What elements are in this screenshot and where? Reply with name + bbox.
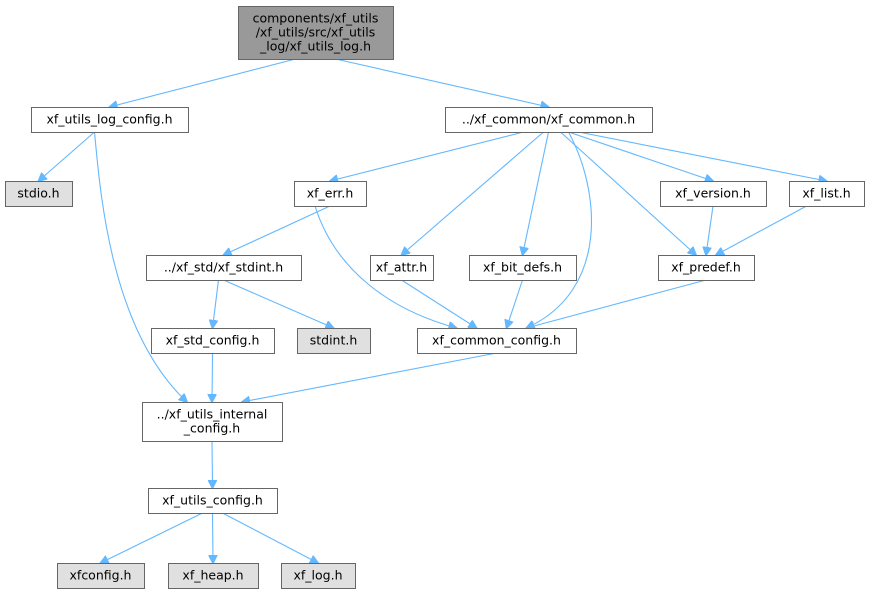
edge-version-to-predef <box>706 205 714 255</box>
node-predef[interactable]: xf_predef.h <box>658 255 755 281</box>
edge-bit_defs-to-common_config <box>507 279 524 328</box>
edge-common-to-predef <box>560 131 697 255</box>
node-label: xf_bit_defs.h <box>483 260 562 275</box>
node-err[interactable]: xf_err.h <box>294 181 367 207</box>
edge-internal_config-to-utils_config <box>212 440 213 488</box>
node-label: xf_common_config.h <box>432 333 561 348</box>
node-box <box>281 563 356 589</box>
node-box <box>238 6 394 60</box>
edge-stdint_wrap-to-std_config <box>213 279 220 328</box>
node-label: stdint.h <box>310 333 358 348</box>
edge-predef-to-common_config <box>527 279 707 328</box>
edge-log_config-to-stdio <box>39 131 95 181</box>
node-std_config[interactable]: xf_std_config.h <box>151 328 275 354</box>
node-stdint_wrap[interactable]: ../xf_std/xf_stdint.h <box>146 255 302 281</box>
edge-utils_config-to-log <box>222 512 319 563</box>
node-label: xf_std_config.h <box>166 333 260 348</box>
edge-common-to-version <box>568 131 714 181</box>
node-label: xf_utils_log_config.h <box>46 112 172 127</box>
node-box <box>297 328 371 354</box>
node-label: xf_version.h <box>675 186 751 201</box>
node-common[interactable]: ../xf_common/xf_common.h <box>445 107 653 133</box>
node-heap: xf_heap.h <box>168 563 259 589</box>
node-label: xf_err.h <box>307 186 354 201</box>
node-label: ../xf_std/xf_stdint.h <box>164 260 283 275</box>
edge-common-to-common_config <box>527 131 592 328</box>
node-log_config[interactable]: xf_utils_log_config.h <box>31 107 189 133</box>
node-box <box>31 107 189 133</box>
edge-root-to-log_config <box>110 58 296 107</box>
node-common_config[interactable]: xf_common_config.h <box>417 328 577 354</box>
node-stdio: stdio.h <box>5 181 73 207</box>
node-log: xf_log.h <box>281 563 356 589</box>
edge-err-to-stdint_wrap <box>224 205 331 255</box>
edge-common-to-err <box>330 131 524 181</box>
node-xfconfig: xfconfig.h <box>57 563 145 589</box>
edge-std_config-to-internal_config <box>212 352 213 402</box>
edge-common_config-to-internal_config <box>242 352 497 402</box>
node-box <box>148 488 278 514</box>
node-label: xf_attr.h <box>376 260 427 275</box>
node-box <box>370 255 434 281</box>
node-label: xf_utils_config.h <box>162 493 263 508</box>
edge-utils_config-to-xfconfig <box>101 512 203 563</box>
node-box <box>445 107 653 133</box>
node-box <box>658 255 755 281</box>
node-box <box>660 181 767 207</box>
node-label: xfconfig.h <box>70 568 132 583</box>
node-box <box>151 328 275 354</box>
node-label: _config.h <box>183 421 240 436</box>
node-box <box>142 402 283 442</box>
node-utils_config[interactable]: xf_utils_config.h <box>148 488 278 514</box>
node-box <box>417 328 577 354</box>
edge-err-to-common_config <box>314 205 457 328</box>
node-list[interactable]: xf_list.h <box>789 181 865 207</box>
node-box <box>168 563 259 589</box>
edge-stdint_wrap-to-stdint <box>223 279 334 328</box>
edge-log_config-to-internal_config <box>93 131 188 402</box>
node-bit_defs[interactable]: xf_bit_defs.h <box>469 255 577 281</box>
node-label: _log/xf_utils_log.h <box>259 39 371 54</box>
node-label: xf_log.h <box>294 568 343 583</box>
node-label: ../xf_utils_internal <box>157 407 268 422</box>
edge-attr-to-common_config <box>401 279 477 328</box>
node-root: components/xf_utils/xf_utils/src/xf_util… <box>238 6 394 60</box>
edge-list-to-predef <box>716 205 807 255</box>
node-stdint: stdint.h <box>297 328 371 354</box>
node-label: /xf_utils/src/xf_utils <box>256 25 376 40</box>
node-box <box>789 181 865 207</box>
node-label: ../xf_common/xf_common.h <box>462 112 635 127</box>
node-attr[interactable]: xf_attr.h <box>370 255 434 281</box>
node-box <box>294 181 367 207</box>
node-internal_config[interactable]: ../xf_utils_internal_config.h <box>142 402 283 442</box>
node-version[interactable]: xf_version.h <box>660 181 767 207</box>
edge-common-to-attr <box>402 131 544 255</box>
edge-common-to-bit_defs <box>523 131 550 255</box>
edge-common-to-list <box>578 131 827 181</box>
node-box <box>469 255 577 281</box>
node-label: xf_predef.h <box>671 260 741 275</box>
node-label: xf_list.h <box>802 186 850 201</box>
edge-utils_config-to-heap <box>213 512 214 563</box>
node-label: stdio.h <box>17 186 59 201</box>
node-box <box>5 181 73 207</box>
node-box <box>146 255 302 281</box>
edge-root-to-common <box>335 58 549 107</box>
node-label: xf_heap.h <box>182 568 243 583</box>
node-box <box>57 563 145 589</box>
node-label: components/xf_utils <box>253 11 379 26</box>
